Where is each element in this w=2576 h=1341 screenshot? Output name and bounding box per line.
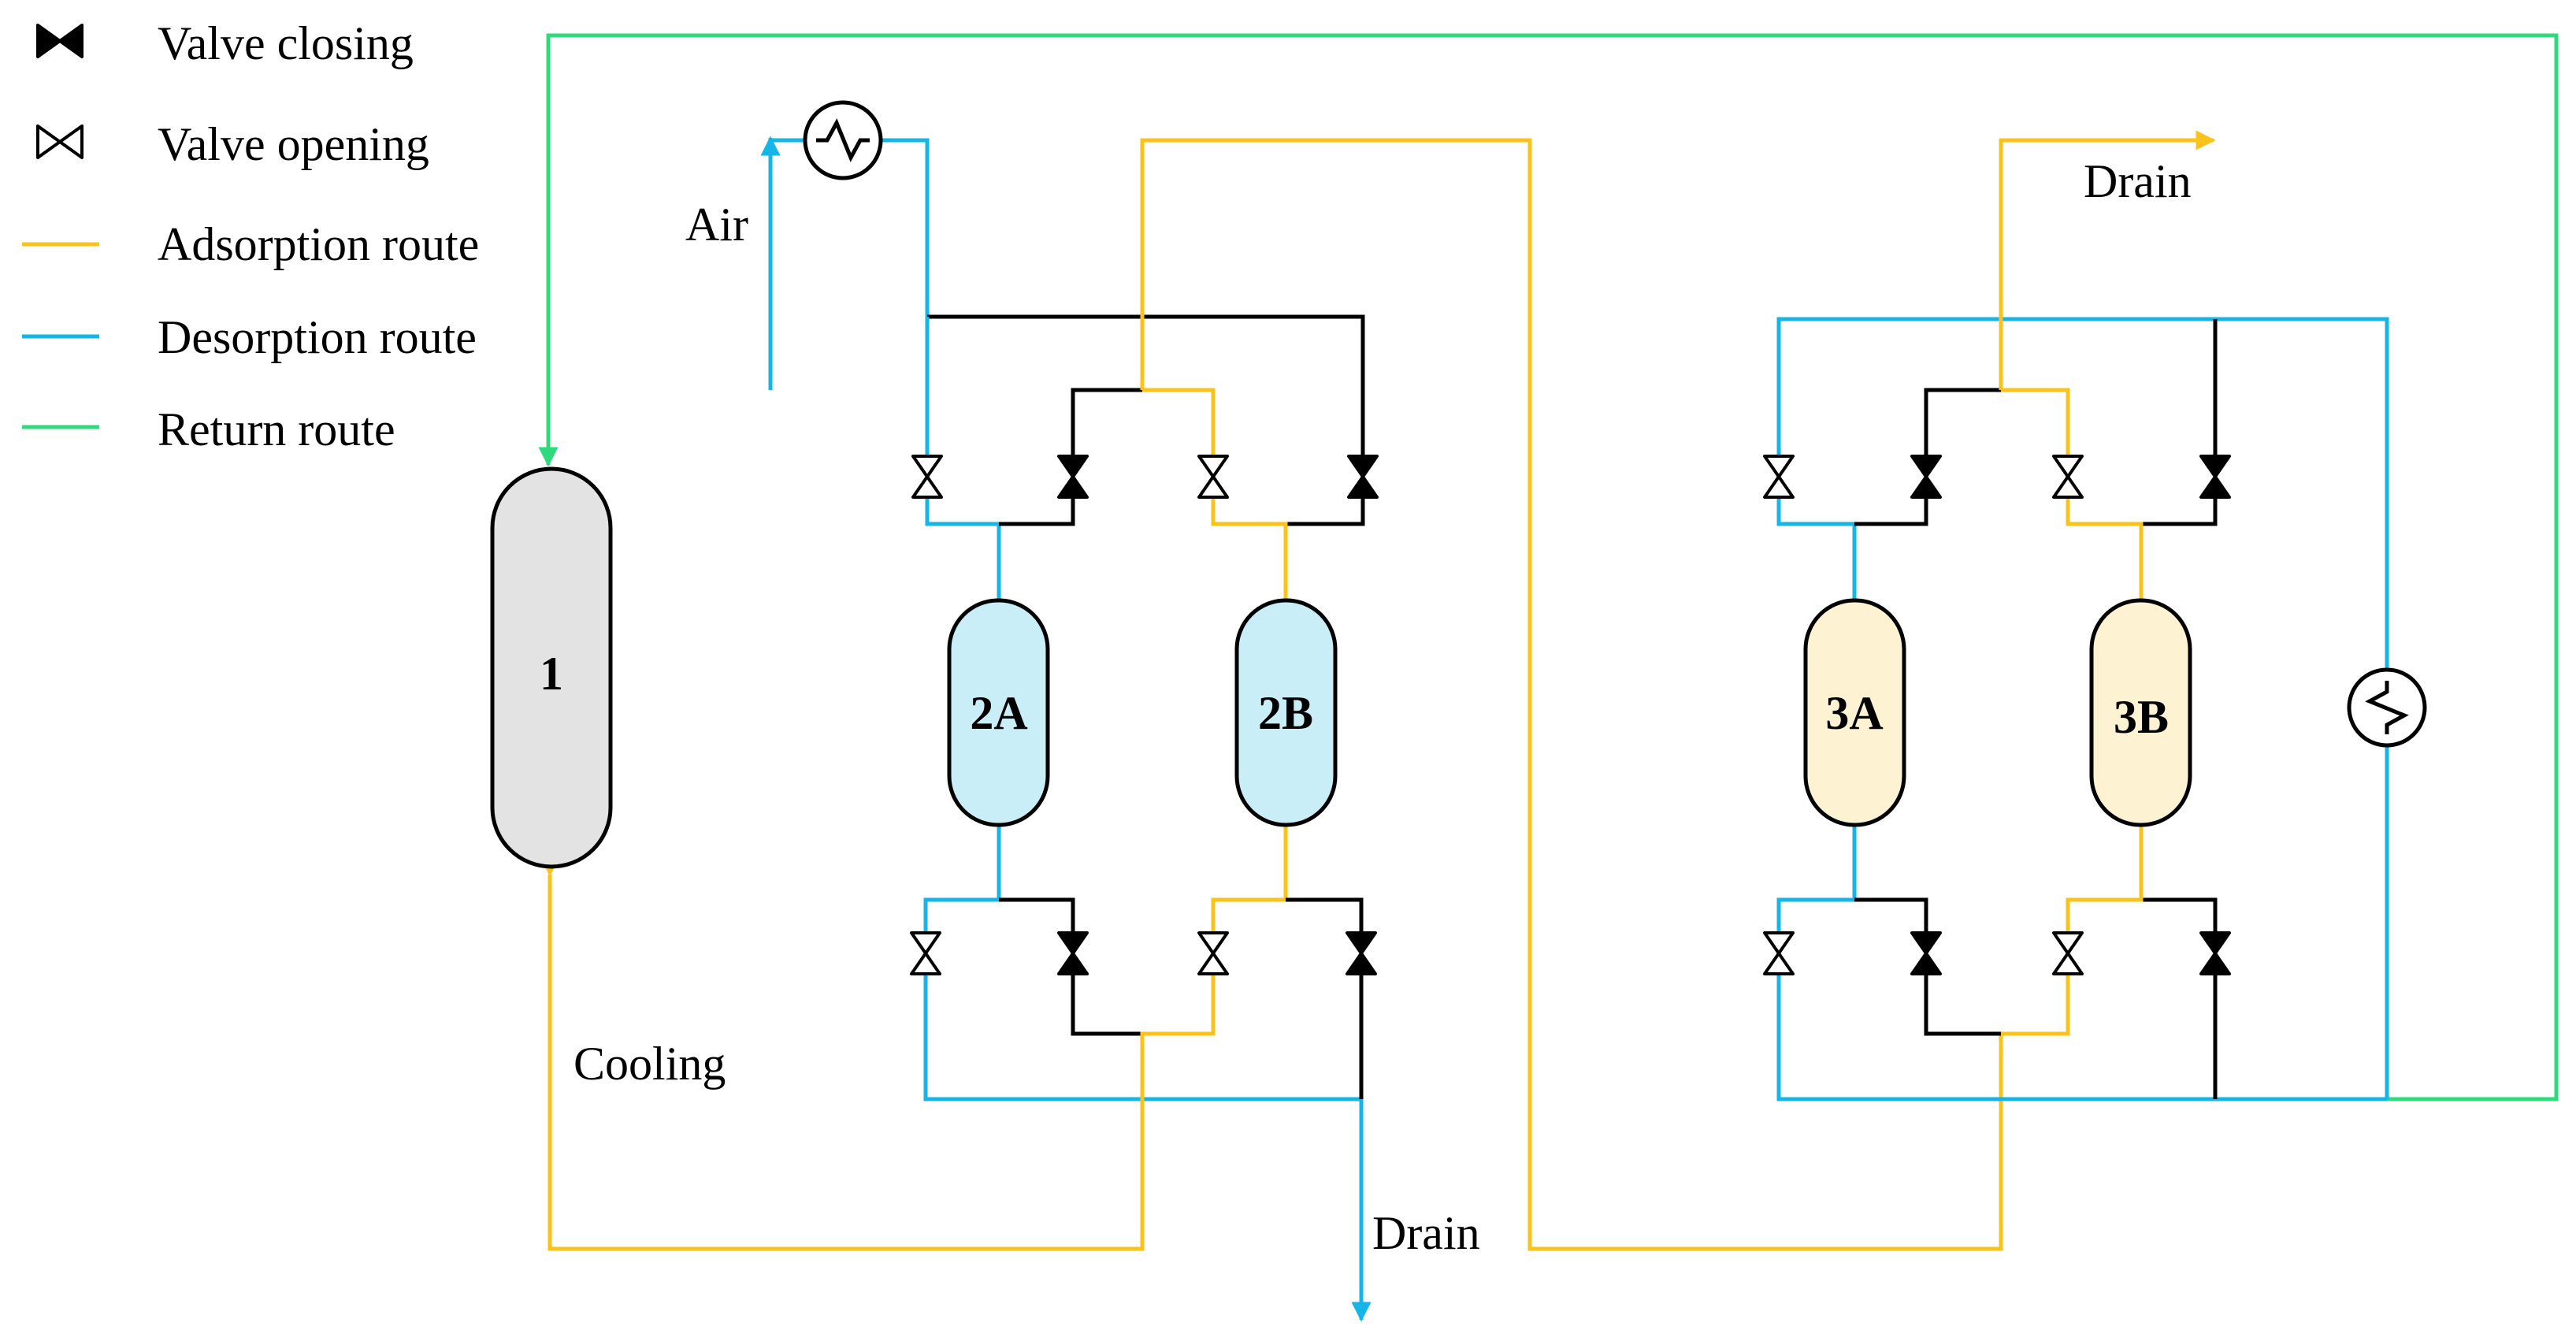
drain-top-pipe [1999,130,2216,390]
stage3-bottom-blue-pipe [1776,823,2387,1101]
vessel-2a-label: 2A [970,687,1027,739]
heat-exchanger-return-icon [2347,667,2427,748]
legend-valve-opening-label: Valve opening [158,118,429,170]
stage3-top-yellow-pipe [2001,388,2144,603]
vessel-3b[interactable]: 3B [2089,598,2192,827]
vessel-3b-label: 3B [2114,691,2169,743]
stage3-top-blue-pipe [1776,459,1857,603]
valve-2b-top-open-icon[interactable] [1197,455,1229,499]
valve-3b-bottom-closed-icon[interactable] [2199,931,2231,975]
return-route-pipe [538,33,2559,1101]
drain-top-label: Drain [2084,155,2192,207]
cooling-label: Cooling [573,1038,726,1090]
valve-2a-bottom-closed-icon[interactable] [1057,931,1089,975]
legend-return-label: Return route [158,403,395,455]
stage3-bottom-yellow-pipe [2001,823,2144,1036]
stage2-top-blue-pipe [925,317,1001,603]
stage3-bottom-black-pipe [1854,897,2218,1099]
valve-2b-top-closed-icon[interactable] [1347,455,1379,499]
valve-2a-top-closed-icon[interactable] [1057,455,1089,499]
legend-desorption-label: Desorption route [158,311,477,363]
valve-2b-bottom-open-icon[interactable] [1197,931,1229,975]
air-label: Air [685,199,748,251]
legend-valve-opening-icon [36,124,84,159]
valve-3a-top-open-icon[interactable] [1763,455,1795,499]
valve-3b-top-open-icon[interactable] [2052,455,2084,499]
drain-bottom-label: Drain [1372,1207,1480,1259]
vessel-1[interactable]: 1 [490,466,613,869]
valve-3a-top-closed-icon[interactable] [1910,455,1942,499]
valve-3a-bottom-open-icon[interactable] [1763,931,1795,975]
valve-3b-top-closed-icon[interactable] [2199,455,2231,499]
legend-valve-closing-label: Valve closing [158,17,414,69]
vessel-2b[interactable]: 2B [1234,598,1338,827]
stage2-bottom-right-black [1286,897,1364,1099]
vessel-3a[interactable]: 3A [1803,598,1906,827]
air-heater-line [770,138,930,317]
legend-valve-closing-icon [36,24,84,58]
stage3-top-black-pipe [1854,319,2218,526]
valve-2a-top-open-icon[interactable] [911,455,943,499]
stage2-adsorption-outlet-pipe [1142,388,1288,603]
stage3-top-blue-manifold [1776,317,2389,1099]
vessel-2a[interactable]: 2A [947,598,1050,827]
stage2-bottom-yellow-pipe [547,823,1288,1251]
vessel-3a-label: 3A [1825,687,1883,739]
heat-exchanger-air-icon [803,100,883,180]
valve-2a-bottom-open-icon[interactable] [910,931,941,975]
vessel-2b-label: 2B [1258,687,1313,739]
valve-3b-bottom-open-icon[interactable] [2052,931,2084,975]
stage2-bottom-blue-pipe [923,823,1361,1101]
vessel-1-label: 1 [540,648,563,700]
valve-2b-bottom-closed-icon[interactable] [1346,931,1377,975]
valve-3a-bottom-closed-icon[interactable] [1910,931,1942,975]
legend: Valve closing Valve opening Adsorption r… [22,17,479,455]
stage2-to-stage3-yellow-pipe [1140,138,2003,1251]
legend-adsorption-label: Adsorption route [158,218,479,270]
stage2-top-closed-manifold [927,314,1365,459]
